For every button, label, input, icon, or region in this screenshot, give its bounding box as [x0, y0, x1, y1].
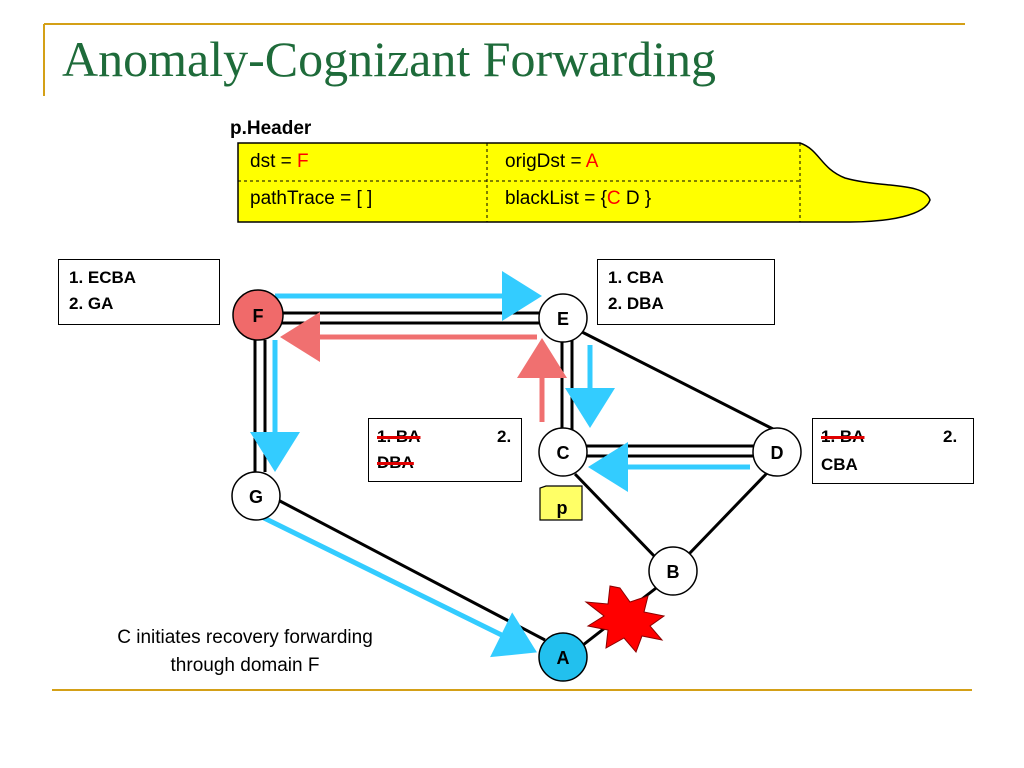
link-G-A: [277, 498, 546, 642]
node-D: [752, 427, 802, 477]
blacklist-prefix: blackList = {: [505, 188, 607, 209]
packet-pathtrace-field: pathTrace = [ ]: [250, 188, 373, 209]
node-E: [538, 293, 588, 343]
node-A: [538, 632, 588, 682]
packet-dst-field: dst = F: [250, 151, 309, 173]
routing-box-F: 1. ECBA 2. GA: [58, 259, 220, 325]
dst-value: F: [297, 151, 309, 172]
routing-box-C: 1. BA 2. DBA: [368, 418, 522, 482]
flow-arrows: [250, 271, 750, 658]
blacklist-red-entry: C: [606, 188, 621, 209]
routing-box-D: 1. BA 2. CBA: [812, 418, 974, 484]
node-label-F: F: [253, 306, 264, 326]
dst-label: dst =: [250, 151, 297, 172]
node-label-G: G: [249, 487, 263, 507]
node-label-B: B: [667, 562, 680, 582]
box-C-line1-struck: 1. BA: [377, 427, 421, 446]
packet-p-tag: [539, 485, 583, 521]
box-C-line2-struck: DBA: [377, 453, 414, 472]
node-C: [538, 427, 588, 477]
link-D-B: [686, 470, 770, 557]
node-label-C: C: [557, 443, 570, 463]
slide-title: Anomaly-Cognizant Forwarding: [62, 31, 717, 87]
routing-box-E: 1. CBA 2. DBA: [597, 259, 775, 325]
box-D-line1-num: 2.: [943, 427, 958, 446]
caption-line1: C initiates recovery forwarding: [117, 627, 373, 648]
blacklist-rest: D }: [620, 188, 652, 209]
packet-origdst-field: origDst = A: [505, 151, 598, 173]
link-failure-explosion: [584, 585, 666, 653]
link-E-D: [581, 330, 776, 432]
link-C-B: [573, 472, 660, 562]
packet-p-label: p: [557, 498, 568, 518]
node-label-E: E: [557, 309, 569, 329]
arrow-G-to-A: [260, 514, 537, 658]
origdst-value: A: [585, 151, 599, 172]
packet-blacklist-field: blackList = {C D }: [505, 188, 651, 210]
node-B: [648, 546, 698, 596]
box-F-line1: 1. ECBA: [69, 268, 137, 287]
origdst-label: origDst =: [505, 151, 586, 172]
box-E-line1: 1. CBA: [608, 268, 664, 287]
node-G: [231, 471, 281, 521]
box-F-line2: 2. GA: [69, 294, 114, 313]
diagram-caption: C initiates recovery forwarding through …: [60, 624, 430, 680]
node-label-D: D: [771, 443, 784, 463]
box-D-line1-struck: 1. BA: [821, 427, 865, 446]
node-label-A: A: [557, 648, 570, 668]
node-F: [232, 289, 284, 341]
caption-line2: through domain F: [170, 655, 320, 676]
box-D-line2: CBA: [821, 455, 858, 474]
box-C-line1-num: 2.: [497, 427, 512, 446]
box-E-line2: 2. DBA: [608, 294, 664, 313]
packet-header-label: p.Header: [230, 118, 312, 139]
packet-header-shape: [237, 142, 931, 223]
